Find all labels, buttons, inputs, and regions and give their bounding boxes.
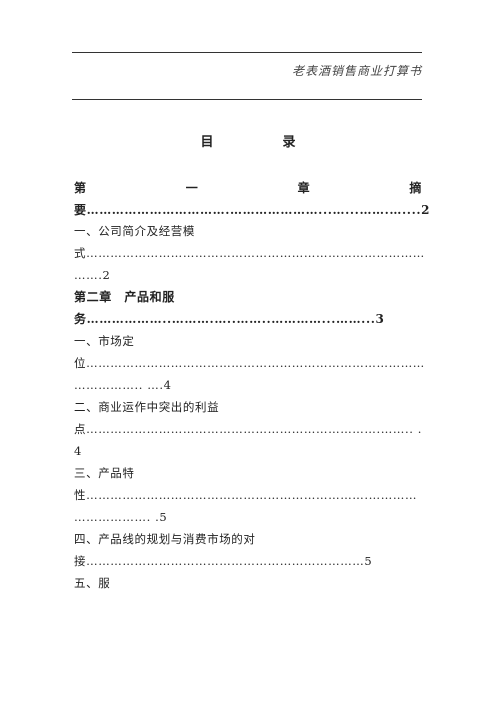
toc-item-2-4[interactable]: 四、产品线的规划与消费市场的对 — [74, 532, 256, 546]
toc-chapter-1-line[interactable]: 要…………………………….…………………...…...…….…....2 — [74, 203, 431, 217]
header-rule-bottom — [72, 99, 422, 100]
toc-title: 目 录 — [200, 135, 324, 150]
toc-item-2-1-page[interactable]: …………….. ….4 — [74, 378, 172, 392]
toc-item-2-3-page[interactable]: ………………. .5 — [74, 510, 168, 524]
page-header-title: 老表酒销售商业打算书 — [291, 64, 422, 78]
toc-item-2-3-leader[interactable]: 性…………………………………………………………….………… — [74, 488, 418, 502]
toc-item-2-4-leader[interactable]: 接……………………………………………………………5 — [74, 554, 373, 568]
toc-item-2-1[interactable]: 一、市场定 — [74, 334, 135, 348]
header-rule-top — [72, 52, 422, 53]
chapter-1-char-3: 章 — [297, 181, 311, 195]
toc-item-2-3[interactable]: 三、产品特 — [74, 466, 135, 480]
toc-item-2-2-page[interactable]: 4 — [74, 444, 82, 458]
toc-chapter-2-heading[interactable]: 第二章 产品和服 — [74, 290, 175, 304]
chapter-1-char-2: 一 — [185, 181, 199, 195]
chapter-1-char-1: 第 — [74, 181, 87, 195]
toc-chapter-2-line[interactable]: 务………………..……….…..……..…………...……...3 — [74, 312, 385, 326]
chapter-1-char-4: 摘 — [409, 181, 422, 195]
toc-item-1-1[interactable]: 一、公司简介及经营模 — [74, 224, 195, 238]
toc-item-2-5[interactable]: 五、服 — [74, 576, 111, 590]
toc-item-2-1-leader[interactable]: 位………………………………………………………………………… — [74, 356, 425, 370]
toc-chapter-1-heading[interactable]: 第 一 章 摘 — [74, 180, 422, 196]
toc-item-1-1-page[interactable]: …….2 — [74, 268, 111, 282]
toc-item-1-1-leader[interactable]: 式………………………………………………………………………… — [74, 246, 425, 260]
toc-item-2-2[interactable]: 二、商业运作中突出的利益 — [74, 400, 220, 414]
toc-item-2-2-leader[interactable]: 点……………………………………………………………….…….. . — [74, 422, 422, 436]
